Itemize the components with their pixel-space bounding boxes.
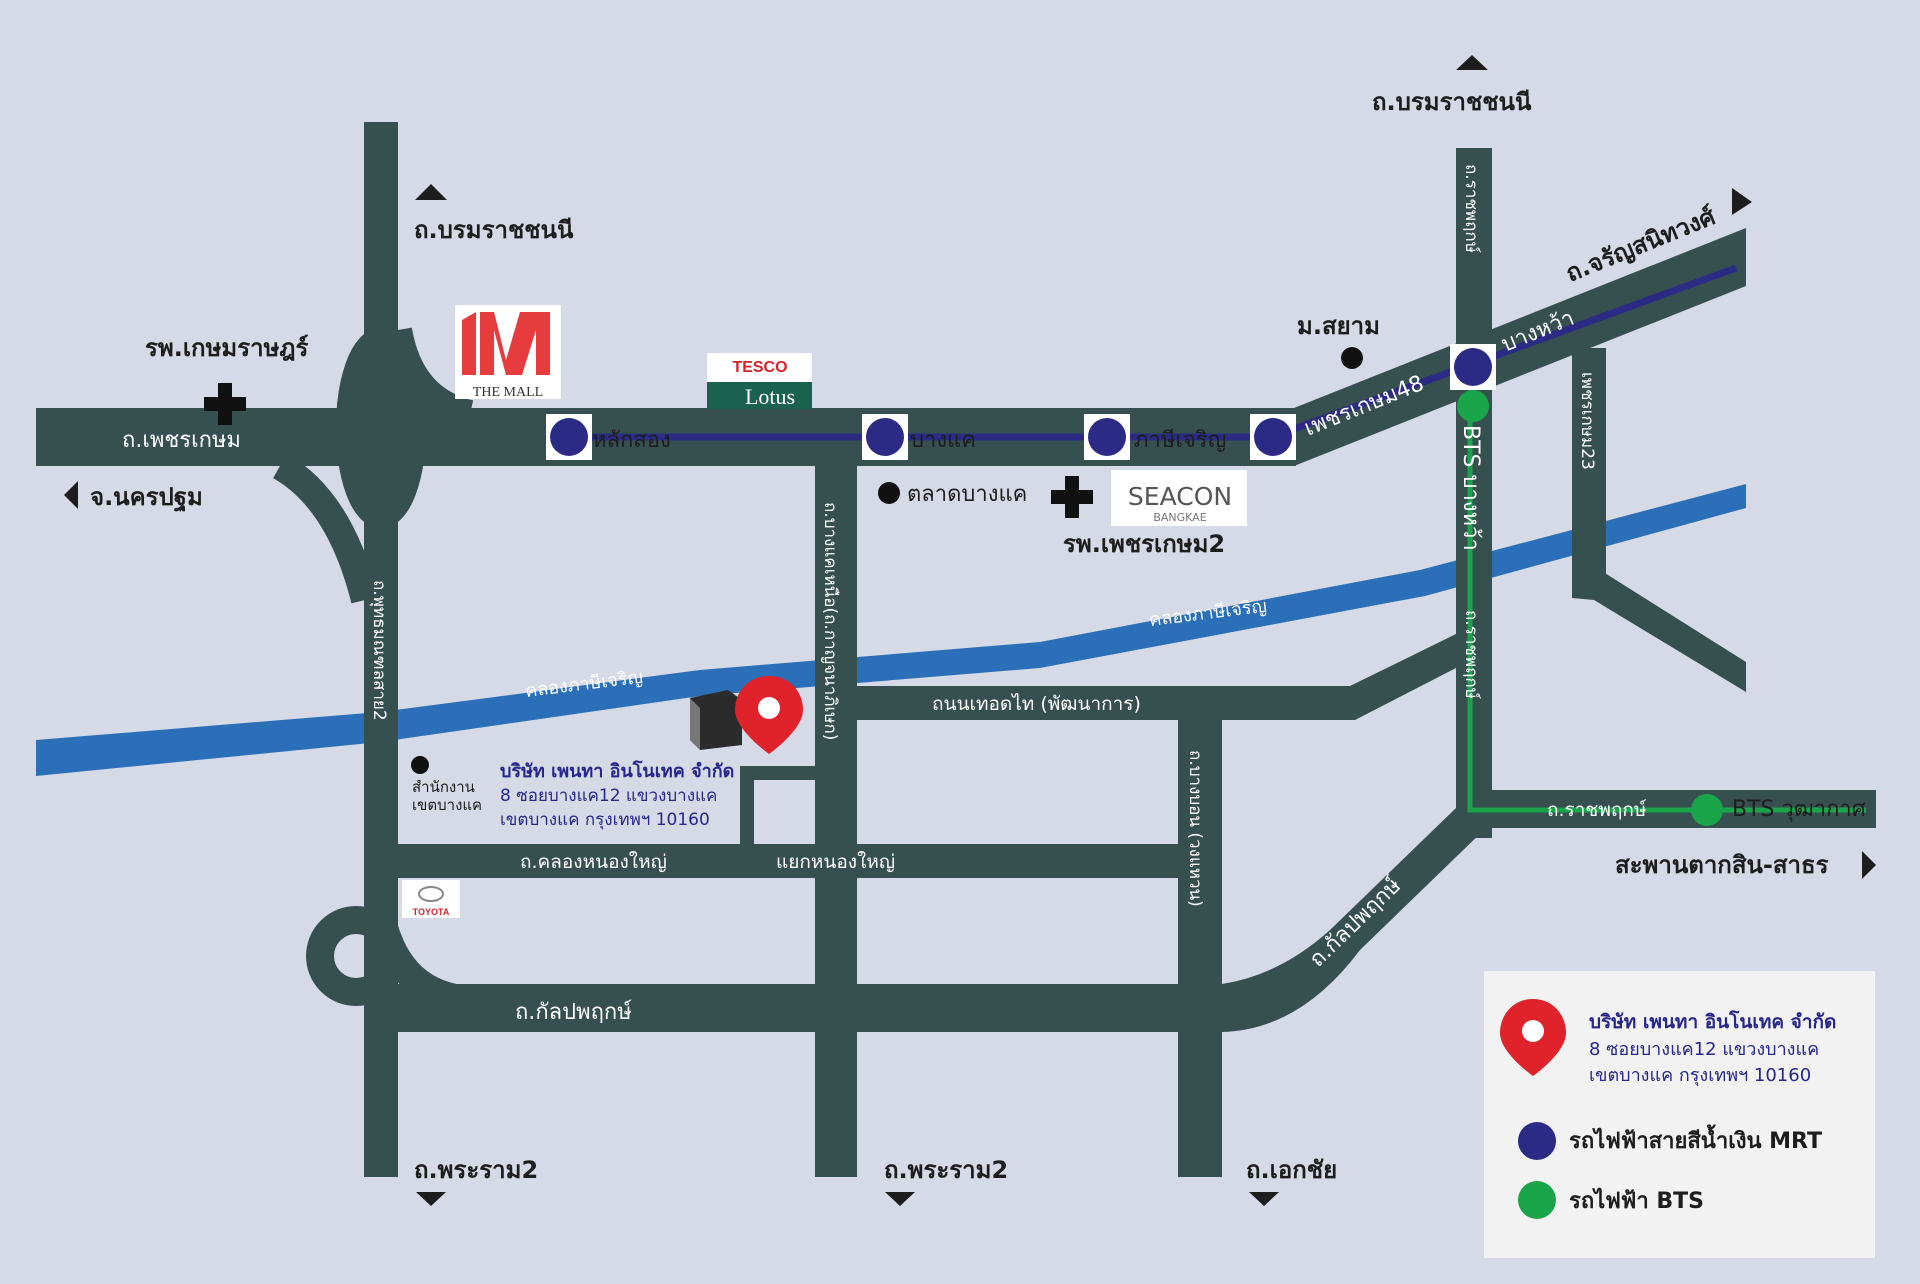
toyota-logo: TOYOTA bbox=[402, 880, 460, 918]
mrt-line-diagonal bbox=[1270, 264, 1738, 441]
arrow-down-icon bbox=[1249, 1192, 1279, 1206]
legend-company-name: บริษัท เพนทา อินโนเทค จำกัด bbox=[1589, 1010, 1836, 1033]
legend-pin-icon bbox=[1500, 999, 1566, 1076]
place-dot-icon bbox=[411, 756, 429, 774]
lotus-text: Lotus bbox=[745, 384, 795, 409]
label-rama2-center: ถ.พระราม2 bbox=[884, 1156, 1008, 1184]
label-ratchaphruek-bottom: ถ.ราชพฤกษ์ bbox=[1547, 799, 1647, 821]
label-thoet-thai: ถนนเทอดไท (พัฒนาการ) bbox=[932, 693, 1141, 715]
bts-station-wutthakat[interactable] bbox=[1691, 794, 1723, 826]
interchange-ramp-left bbox=[272, 453, 379, 604]
legend-bts-dot-icon bbox=[1518, 1181, 1556, 1219]
map-company-address-2: เขตบางแค กรุงเทพฯ 10160 bbox=[500, 810, 710, 830]
road-khlong-nong-yai bbox=[398, 844, 1178, 878]
label-bang-khae-market: ตลาดบางแค bbox=[907, 482, 1027, 507]
arrow-up-icon bbox=[415, 184, 447, 200]
label-ratchaphruek-top: ถ.ราชพฤกษ์ bbox=[1461, 164, 1481, 253]
seacon-text: SEACON bbox=[1128, 482, 1232, 511]
legend-mrt-label: รถไฟฟ้าสายสีน้ำเงิน MRT bbox=[1569, 1124, 1822, 1154]
interchange-ramp-right bbox=[384, 327, 474, 428]
company-location-pin-icon[interactable] bbox=[735, 676, 803, 754]
label-nakhon-pathom: จ.นครปฐม bbox=[90, 483, 203, 513]
label-bang-khae-north: ถ.บางแคเหนือ(ถ.กาญจนาภิเษก) bbox=[820, 502, 840, 740]
bts-line bbox=[1467, 400, 1866, 813]
label-station-bang-khae: บางแค bbox=[910, 428, 976, 453]
the-mall-logo: THE MALL bbox=[455, 305, 561, 400]
tesco-lotus-logo: TESCO Lotus bbox=[707, 353, 812, 409]
label-station-phasi-charoen: ภาษีเจริญ bbox=[1134, 428, 1226, 453]
tesco-text: TESCO bbox=[732, 359, 787, 376]
road-kanlapaphruek bbox=[398, 984, 1222, 1032]
road-thoet-thai bbox=[857, 686, 1355, 720]
road-thoet-thai-diag bbox=[1350, 634, 1456, 720]
label-bts-wutthakat: BTS วุฒากาศ bbox=[1732, 797, 1866, 822]
road-bang-khae-north bbox=[815, 466, 857, 1177]
label-kasemrad-hospital: รพ.เกษมราษฎร์ bbox=[145, 334, 309, 362]
label-station-lak-song: หลักสอง bbox=[592, 428, 671, 453]
mrt-station-lak-song[interactable] bbox=[546, 414, 592, 460]
arrow-right-icon bbox=[1732, 188, 1752, 215]
label-rama2-left: ถ.พระราม2 bbox=[414, 1156, 538, 1184]
road-soi-bang-khae-12-v bbox=[740, 766, 754, 844]
road-soi-bang-khae-12 bbox=[740, 766, 815, 780]
legend-bts-label: รถไฟฟ้า BTS bbox=[1569, 1187, 1704, 1214]
label-bang-bon: ถ.บางบอน (วงแหวน) bbox=[1185, 750, 1205, 907]
legend-box: บริษัท เพนทา อินโนเทค จำกัด 8 ซอยบางแค12… bbox=[1484, 971, 1875, 1258]
label-phutthamonthon-sai2: ถ.พุทธมณฑลสาย2 bbox=[369, 580, 389, 721]
legend-address-1: 8 ซอยบางแค12 แขวงบางแค bbox=[1589, 1039, 1819, 1060]
canal-phasi-charoen bbox=[36, 484, 1746, 776]
label-kanlapaphruek-main: ถ.กัลปพฤกษ์ bbox=[515, 1000, 632, 1025]
map-company-address-1: 8 ซอยบางแค12 แขวงบางแค bbox=[500, 786, 717, 806]
map-company-name: บริษัท เพนทา อินโนเทค จำกัด bbox=[500, 760, 734, 782]
toyota-text: TOYOTA bbox=[413, 907, 450, 917]
interchange-loop bbox=[336, 328, 426, 528]
arrow-right-icon bbox=[1862, 851, 1876, 879]
mrt-station-phet-48[interactable] bbox=[1250, 414, 1296, 460]
mrt-station-bang-khae[interactable] bbox=[862, 414, 908, 460]
hospital-cross-icon bbox=[204, 383, 246, 425]
seacon-bangkae-logo: SEACON BANGKAE bbox=[1111, 470, 1247, 526]
road-phetkasem23 bbox=[1572, 348, 1606, 598]
arrow-left-icon bbox=[64, 481, 78, 509]
label-borommaratchachonnani-left: ถ.บรมราชชนนี bbox=[414, 216, 574, 244]
label-nong-yai-junction: แยกหนองใหญ่ bbox=[776, 851, 895, 873]
label-ekkachai: ถ.เอกชัย bbox=[1246, 1156, 1337, 1184]
company-building-icon bbox=[690, 690, 742, 750]
mrt-station-phasi-charoen[interactable] bbox=[1084, 414, 1130, 460]
label-siam-university: ม.สยาม bbox=[1297, 312, 1380, 340]
label-phetkasem2-hospital: รพ.เพชรเกษม2 bbox=[1063, 530, 1225, 558]
label-bts-bang-wa: BTS บางหว้า bbox=[1458, 425, 1483, 551]
label-phetkasem: ถ.เพชรเกษม bbox=[122, 428, 241, 453]
label-taksin-sathorn: สะพานตากสิน-สาธร bbox=[1615, 851, 1829, 879]
road-bang-bon bbox=[1178, 720, 1222, 1177]
place-dot-icon bbox=[878, 482, 900, 504]
legend-graphics: บริษัท เพนทา อินโนเทค จำกัด 8 ซอยบางแค12… bbox=[1500, 999, 1836, 1219]
bts-station-bang-wa[interactable] bbox=[1457, 390, 1489, 422]
kanlapaphruek-ramp bbox=[368, 916, 472, 1014]
place-dot-icon bbox=[1341, 347, 1363, 369]
label-borommaratchachonnani-top: ถ.บรมราชชนนี bbox=[1372, 88, 1532, 116]
hospital-cross-icon bbox=[1051, 476, 1093, 518]
label-ratchaphruek-mid: ถ.ราชพฤกษ์ bbox=[1461, 610, 1481, 699]
label-district-office-2: เขตบางแค bbox=[412, 796, 482, 814]
road-kanlapaphruek-diag bbox=[1222, 808, 1486, 1032]
road-phetkasem23-fork bbox=[1572, 570, 1746, 692]
arrow-up-icon bbox=[1456, 55, 1488, 70]
legend-address-2: เขตบางแค กรุงเทพฯ 10160 bbox=[1589, 1065, 1811, 1086]
the-mall-text: THE MALL bbox=[473, 385, 543, 400]
label-phetkasem23: เพชรเกษม23 bbox=[1577, 372, 1597, 470]
label-district-office-1: สำนักงาน bbox=[412, 778, 475, 796]
mrt-station-bang-wa[interactable] bbox=[1450, 344, 1496, 390]
arrow-down-icon bbox=[416, 1192, 446, 1206]
legend-mrt-dot-icon bbox=[1518, 1122, 1556, 1160]
label-khlong-nong-yai: ถ.คลองหนองใหญ่ bbox=[520, 851, 667, 873]
arrow-down-icon bbox=[885, 1192, 915, 1206]
road-borommaratchachonnani-right bbox=[1456, 148, 1492, 838]
seacon-sub-text: BANGKAE bbox=[1153, 511, 1206, 524]
